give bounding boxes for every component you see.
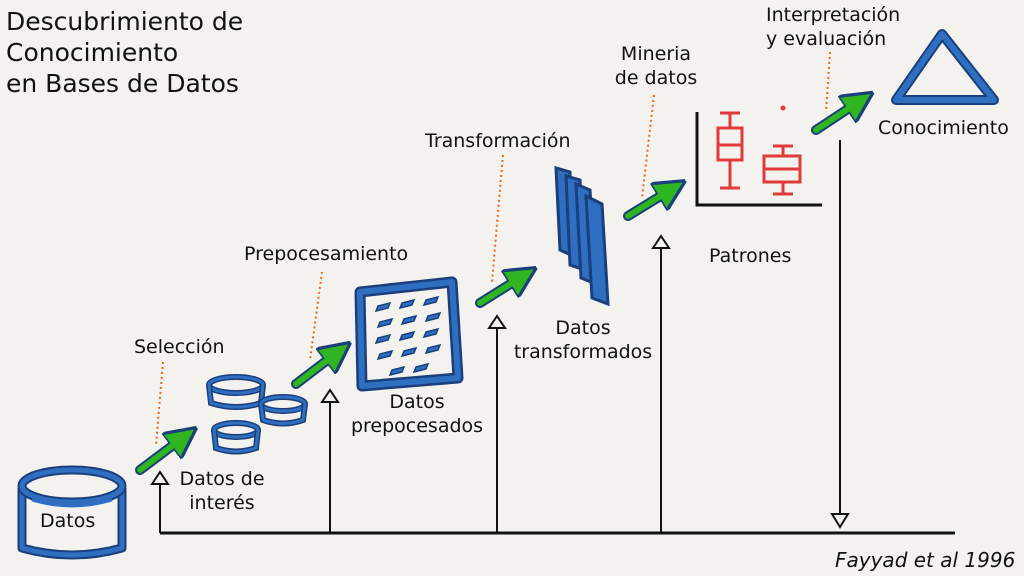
stage-datos-transformados-label: Datos transformados — [506, 316, 660, 364]
stage-datos-prepocesados-line-1: Datos — [389, 391, 445, 413]
step-mineria-line-2: de datos — [614, 67, 698, 89]
up-arrow-4 — [651, 234, 671, 533]
green-step-arrows-fill — [137, 98, 863, 473]
up-arrow-1 — [150, 470, 170, 533]
selected-data-cylinders-icon — [206, 374, 308, 455]
stage-datos-label: Datos — [40, 510, 96, 532]
knowledge-triangle-icon — [891, 29, 999, 105]
diagram-title: Descubrimiento de Conocimiento en Bases … — [6, 6, 243, 99]
down-arrow-conocimiento — [830, 140, 850, 529]
step-mineria-line-1: Mineria — [620, 43, 692, 65]
patterns-boxplot-icon — [695, 105, 822, 207]
title-line-1: Descubrimiento de — [6, 7, 244, 36]
title-line-3: en Bases de Datos — [6, 69, 239, 98]
dotted-leaders — [155, 51, 831, 446]
step-transformacion-label: Transformación — [425, 130, 571, 152]
source-credit: Fayyad et al 1996 — [835, 548, 1016, 572]
stage-datos-interes-line-2: interés — [189, 492, 255, 514]
stage-conocimiento-label: Conocimiento — [878, 117, 1009, 139]
step-mineria-label: Mineria de datos — [606, 42, 706, 90]
stage-patrones-label: Patrones — [709, 245, 792, 267]
stage-datos-prepocesados-line-2: prepocesados — [350, 415, 484, 437]
up-arrow-2 — [320, 388, 340, 533]
stage-datos-transformados-line-1: Datos — [555, 317, 611, 339]
stage-datos-transformados-line-2: transformados — [513, 341, 653, 363]
stage-datos-prepocesados-label: Datos prepocesados — [344, 390, 490, 438]
step-interpretacion-label: Interpretación y evaluación — [766, 3, 900, 51]
green-step-arrows — [135, 101, 860, 475]
step-interpretacion-line-1: Interpretación — [766, 4, 901, 26]
preprocessed-data-grid-icon — [354, 276, 464, 392]
up-arrow-3 — [487, 314, 507, 533]
step-interpretacion-line-2: y evaluación — [766, 28, 887, 50]
stage-datos-interes-line-1: Datos de — [179, 468, 265, 490]
stage-datos-interes-label: Datos de interés — [170, 467, 274, 515]
transformed-data-sheets-icon — [554, 165, 610, 307]
step-seleccion-label: Selección — [134, 336, 225, 358]
title-line-2: Conocimiento — [6, 38, 179, 67]
database-cylinder-icon — [17, 465, 127, 560]
step-prepocesamiento-label: Prepocesamiento — [244, 243, 409, 265]
